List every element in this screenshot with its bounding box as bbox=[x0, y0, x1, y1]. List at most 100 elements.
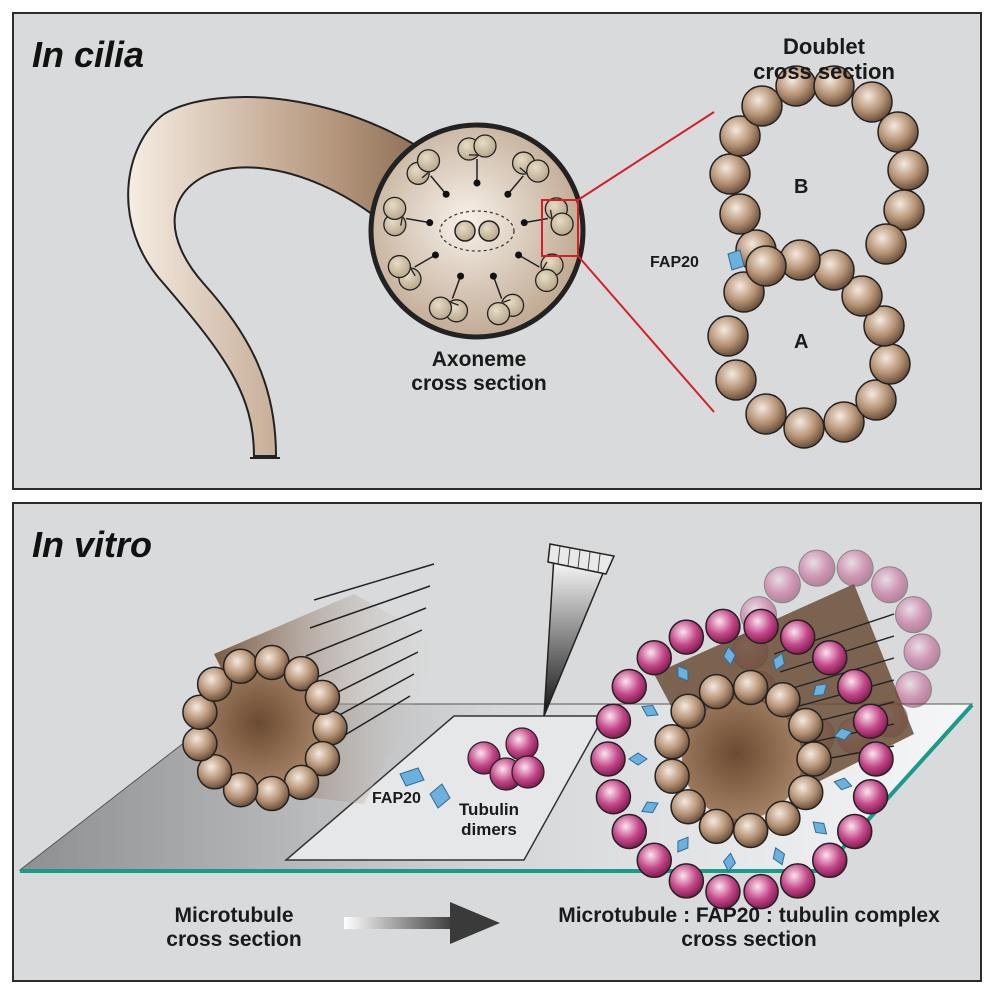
complex-label: Microtubule : FAP20 : tubulin complex cr… bbox=[558, 904, 940, 952]
fap20-protein bbox=[677, 836, 689, 853]
b-tubule bbox=[486, 301, 511, 326]
bound-tubulin bbox=[812, 639, 848, 676]
bound-tubulin bbox=[779, 619, 816, 655]
ghost-tubulin bbox=[836, 549, 874, 587]
tubulin-subunit bbox=[254, 775, 290, 812]
tubulin-subunit bbox=[182, 726, 218, 762]
tubulin-subunit bbox=[196, 666, 233, 702]
bound-tubulin bbox=[858, 741, 894, 777]
tubulin-subunit bbox=[863, 305, 905, 347]
tubulin-subunit bbox=[779, 239, 821, 281]
fap20-protein bbox=[772, 652, 786, 672]
fap20-protein bbox=[812, 821, 828, 835]
tubulin-subunit bbox=[654, 758, 690, 794]
in-vitro-title: In vitro bbox=[32, 524, 153, 565]
tubulin-subunit bbox=[312, 710, 348, 746]
tubulin-subunit bbox=[796, 741, 832, 777]
fap20-protein bbox=[628, 752, 648, 766]
ghost-tubulin bbox=[763, 566, 801, 604]
tubulin-subunit bbox=[745, 393, 787, 435]
tubulin-subunit bbox=[707, 315, 749, 357]
bound-tubulin bbox=[852, 779, 889, 815]
axoneme-label: Axoneme cross section bbox=[411, 348, 547, 396]
tubulin-subunit bbox=[304, 679, 341, 716]
tubulin-subunit bbox=[788, 707, 824, 744]
fap20-protein bbox=[727, 249, 745, 271]
b-tubule bbox=[526, 159, 550, 183]
ghost-tubulin bbox=[903, 633, 941, 671]
fap20-protein bbox=[722, 645, 737, 666]
tubulin-subunit bbox=[182, 694, 218, 730]
bound-tubulin bbox=[595, 779, 632, 815]
pipette-tip bbox=[543, 543, 616, 717]
fap20-label: FAP20 bbox=[650, 254, 699, 271]
tubulin-subunit bbox=[783, 407, 825, 449]
doublet-cross-section bbox=[707, 65, 929, 449]
tubulin-subunit bbox=[813, 65, 855, 107]
tubulin-subunit bbox=[732, 669, 769, 706]
tubulin-subunit bbox=[855, 379, 897, 421]
bound-tubulin bbox=[611, 813, 648, 850]
tubulin-subunit bbox=[719, 193, 761, 235]
tubulin-subunit bbox=[719, 115, 761, 157]
doublet-highlight-box bbox=[541, 199, 579, 257]
fap20-protein bbox=[772, 846, 786, 866]
bound-tubulin bbox=[705, 873, 741, 910]
fap20-protein bbox=[641, 704, 659, 717]
tubulin-dimers-label: Tubulin dimers bbox=[458, 800, 520, 839]
axoneme-doublets bbox=[383, 134, 574, 326]
bound-tubulin bbox=[836, 813, 873, 850]
free-tubulin-dimers bbox=[467, 727, 545, 791]
microtubule-cross-section bbox=[182, 644, 348, 812]
bound-tubulin bbox=[743, 873, 779, 910]
bound-tubulin bbox=[812, 842, 848, 879]
bound-tubulin bbox=[611, 668, 648, 705]
process-arrow bbox=[450, 902, 500, 944]
bound-tubulin bbox=[636, 842, 672, 879]
b-tubule bbox=[387, 254, 412, 279]
fap20-free-label: FAP20 bbox=[372, 790, 421, 807]
in-vitro-panel: In vitro bbox=[12, 502, 982, 982]
bound-tubulin bbox=[668, 619, 705, 655]
bound-tubulin bbox=[779, 863, 816, 899]
tubulin-subunit bbox=[841, 275, 883, 317]
doublet-label: Doublet cross section bbox=[753, 34, 895, 85]
tubulin-subunit bbox=[698, 673, 735, 710]
in-vitro-illustration bbox=[18, 543, 974, 944]
fap20-protein bbox=[641, 801, 659, 814]
bound-tubulin bbox=[836, 668, 873, 705]
tubulin-subunit bbox=[698, 808, 735, 845]
tubulin-subunit bbox=[654, 724, 690, 760]
tubulin-subunit bbox=[670, 693, 706, 730]
bound-tubulin bbox=[705, 608, 741, 645]
tubulin-subunit bbox=[788, 774, 824, 811]
tubulin-subunit bbox=[869, 343, 911, 385]
tubulin-subunit bbox=[765, 800, 801, 837]
b-tubule bbox=[383, 196, 407, 221]
b-tubule bbox=[428, 296, 453, 320]
b-tubule bbox=[416, 149, 441, 173]
tubulin-subunit bbox=[865, 223, 907, 265]
tubulin-subunit bbox=[709, 153, 751, 195]
b-tubule bbox=[550, 212, 574, 236]
b-tubule bbox=[534, 268, 559, 293]
tubulin-subunit bbox=[745, 245, 787, 287]
bound-tubulin bbox=[595, 703, 632, 739]
cilia-illustration bbox=[127, 65, 929, 459]
tubulin-subunit bbox=[222, 648, 259, 685]
tubulin-subunit bbox=[222, 771, 259, 808]
tubulin-subunit bbox=[887, 149, 929, 191]
tubulin-subunit bbox=[304, 740, 341, 777]
tubulin-subunit bbox=[715, 359, 757, 401]
tubulin-subunit bbox=[741, 85, 783, 127]
fap20-protein bbox=[812, 683, 828, 697]
ghost-tubulin bbox=[871, 566, 909, 604]
in-cilia-title: In cilia bbox=[32, 34, 145, 75]
ghost-tubulin bbox=[894, 596, 932, 634]
tubulin-subunit bbox=[732, 812, 769, 849]
tubulin-subunit bbox=[670, 788, 706, 825]
tubule-a-label: A bbox=[794, 331, 809, 353]
fap20-protein bbox=[677, 665, 689, 682]
tubulin-subunit bbox=[883, 189, 925, 231]
fap20-protein bbox=[833, 727, 853, 741]
